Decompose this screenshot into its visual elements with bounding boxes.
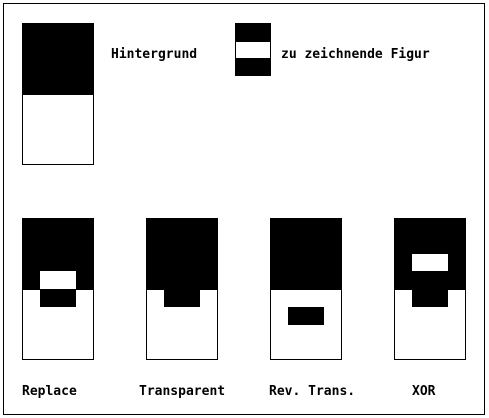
replace-example — [22, 218, 94, 360]
mode-label-xor: XOR — [412, 384, 436, 399]
xor-figure-top — [412, 254, 448, 271]
transparent-example — [146, 218, 218, 360]
mode-label-transparent: Transparent — [139, 384, 225, 399]
figure-swatch-top — [235, 23, 271, 41]
background-swatch-black — [22, 23, 94, 94]
rev-trans-bg-black — [270, 218, 342, 289]
rev-trans-figure-middle — [288, 307, 324, 325]
figure-label: zu zeichnende Figur — [281, 47, 430, 62]
rev-trans-example — [270, 218, 342, 360]
background-label: Hintergrund — [111, 47, 197, 62]
mode-label-rev-trans: Rev. Trans. — [269, 384, 355, 399]
mode-label-replace: Replace — [22, 384, 77, 399]
replace-figure-middle — [40, 271, 76, 289]
background-swatch — [22, 23, 94, 165]
background-swatch-white — [22, 94, 94, 165]
transparent-figure-bottom — [164, 289, 200, 307]
xor-example — [394, 218, 466, 360]
xor-bg-black — [394, 218, 466, 289]
replace-figure-bottom — [40, 289, 76, 307]
transparent-bg-black — [146, 218, 218, 289]
figure-swatch-middle — [235, 41, 271, 59]
figure-swatch-bottom — [235, 59, 271, 76]
replace-figure-top — [40, 254, 76, 271]
xor-figure-bottom — [412, 289, 448, 307]
figure-swatch — [235, 23, 271, 76]
